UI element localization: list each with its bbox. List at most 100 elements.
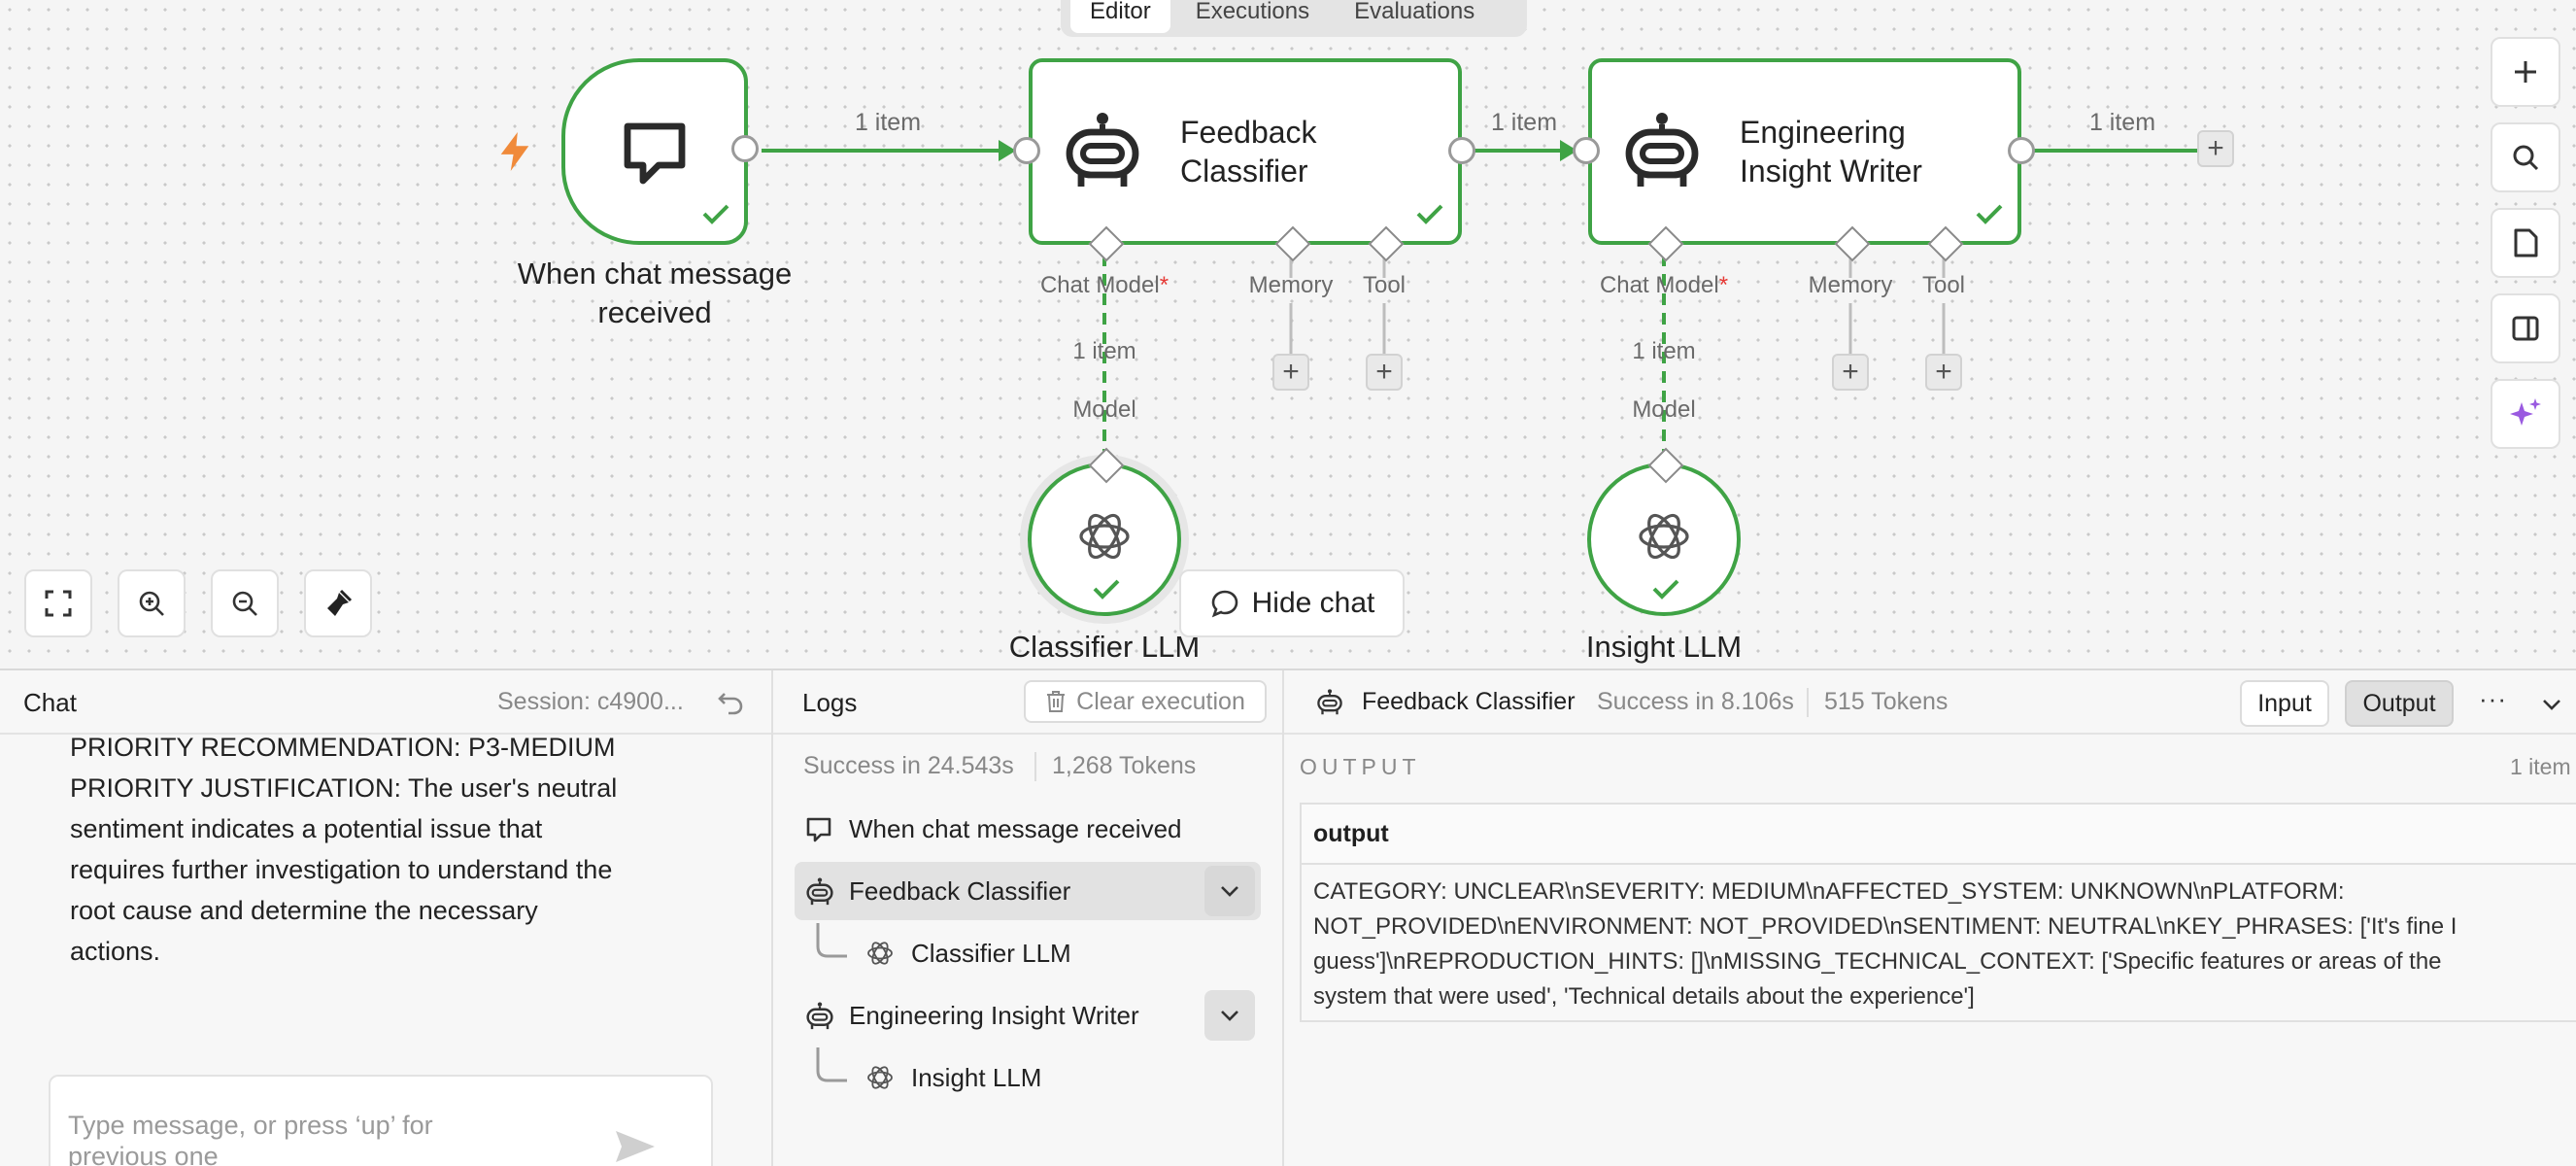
tab-evaluations[interactable]: Evaluations <box>1354 0 1475 24</box>
feedback-classifier-node[interactable]: Feedback Classifier <box>1029 58 1462 245</box>
node-title: Feedback Classifier <box>1180 115 1317 189</box>
sticky-note-button[interactable] <box>2491 208 2560 278</box>
robot-icon <box>1066 113 1139 187</box>
insight-llm-node[interactable] <box>1587 463 1741 616</box>
clear-execution-button[interactable]: Clear execution <box>1024 680 1267 723</box>
panel-divider <box>0 669 2576 670</box>
trigger-node[interactable] <box>561 58 748 245</box>
check-icon <box>1416 204 1443 224</box>
reset-icon[interactable] <box>717 690 744 715</box>
add-tool-button[interactable]: + <box>1925 354 1962 391</box>
expand-toggle[interactable] <box>1204 866 1255 916</box>
search-icon <box>2513 145 2539 171</box>
tab-editor[interactable]: Editor <box>1070 0 1170 33</box>
tidy-up-button[interactable] <box>304 569 372 637</box>
zoom-out-icon <box>232 591 257 616</box>
classifier-llm-node[interactable] <box>1028 463 1181 616</box>
output-panel-header: Feedback Classifier Success in 8.106s 51… <box>1284 670 2576 735</box>
broom-icon <box>327 589 353 616</box>
chevron-down-icon <box>1221 1011 1238 1021</box>
connections-layer <box>762 140 2197 457</box>
logs-panel-title: Logs <box>802 688 858 717</box>
plus-icon <box>2515 61 2536 83</box>
send-icon[interactable] <box>612 1127 659 1166</box>
memory-label: Memory <box>1248 272 1334 298</box>
input-handle[interactable] <box>1573 137 1600 164</box>
output-handle[interactable] <box>2008 137 2035 164</box>
output-table-header: output <box>1302 805 2576 865</box>
trigger-node-label: When chat message received <box>517 257 793 329</box>
trash-icon <box>1047 691 1066 712</box>
chat-bubble-icon <box>806 817 831 842</box>
robot-icon <box>806 877 833 906</box>
output-field-name: output <box>1313 820 1389 847</box>
note-icon <box>2514 228 2538 257</box>
sidebar-icon <box>2512 316 2539 341</box>
add-tool-button[interactable]: + <box>1366 354 1403 391</box>
zoom-out-button[interactable] <box>211 569 279 637</box>
node-title: Engineering Insight Writer <box>1740 115 1922 189</box>
log-item-classifier-llm[interactable]: Classifier LLM <box>855 924 1261 982</box>
robot-icon <box>1317 689 1342 715</box>
classifier-llm-label: Classifier LLM <box>1008 630 1201 664</box>
hide-chat-label: Hide chat <box>1251 587 1375 619</box>
output-table[interactable]: output CATEGORY: UNCLEAR\nSEVERITY: MEDI… <box>1300 803 2576 1022</box>
session-id[interactable]: Session: c4900... <box>497 688 684 715</box>
panel-separator <box>771 670 773 1166</box>
add-memory-button[interactable]: + <box>1832 354 1869 391</box>
output-section-title: OUTPUT <box>1300 754 1421 779</box>
check-icon <box>1976 204 2003 224</box>
chat-input-placeholder: Type message, or press ‘up’ for previous… <box>68 1111 433 1166</box>
chat-input[interactable]: Type message, or press ‘up’ for previous… <box>49 1075 713 1166</box>
add-node-side-button[interactable] <box>2491 37 2560 107</box>
lightning-icon <box>500 132 529 171</box>
output-value[interactable]: CATEGORY: UNCLEAR\nSEVERITY: MEDIUM\nAFF… <box>1313 878 2457 1010</box>
openai-icon <box>867 1066 893 1089</box>
log-item-label: Classifier LLM <box>911 938 1071 968</box>
clear-execution-label: Clear execution <box>1076 687 1245 715</box>
chat-message: PRIORITY RECOMMENDATION: P3-MEDIUM PRIOR… <box>70 735 618 966</box>
insight-writer-node[interactable]: Engineering Insight Writer <box>1588 58 2021 245</box>
output-panel: Feedback Classifier Success in 8.106s 51… <box>1284 670 2576 1166</box>
toggle-panel-button[interactable] <box>2491 293 2560 363</box>
model-label: Model <box>1632 396 1696 423</box>
workflow-canvas[interactable]: Editor Executions Evaluations <box>0 0 2576 670</box>
log-item-insight-writer[interactable]: Engineering Insight Writer <box>795 986 1261 1045</box>
arrow-head <box>1560 140 1577 161</box>
output-status: Success in 8.106s <box>1597 688 1794 715</box>
openai-icon <box>1639 513 1689 560</box>
log-item-feedback-classifier[interactable]: Feedback Classifier <box>795 862 1261 920</box>
log-item-trigger[interactable]: When chat message received <box>795 800 1261 858</box>
tab-executions[interactable]: Executions <box>1195 0 1310 24</box>
input-toggle-button[interactable]: Input <box>2240 680 2329 727</box>
output-handle[interactable] <box>731 135 759 162</box>
add-node-button[interactable]: + <box>2197 130 2234 167</box>
openai-icon <box>1079 513 1130 560</box>
search-button[interactable] <box>2491 122 2560 192</box>
chat-messages[interactable]: PRIORITY RECOMMENDATION: P3-MEDIUM PRIOR… <box>0 735 769 1166</box>
log-item-label: When chat message received <box>849 813 1182 843</box>
chat-bubble-icon <box>624 122 686 185</box>
tree-connector <box>816 923 847 958</box>
hide-chat-button[interactable]: Hide chat <box>1179 569 1405 637</box>
panel-separator <box>1282 670 1284 1166</box>
chat-model-label: Chat Model* <box>1039 272 1169 298</box>
log-item-insight-llm[interactable]: Insight LLM <box>855 1048 1261 1107</box>
model-items-label: 1 item <box>1632 338 1696 364</box>
model-items-label: 1 item <box>1072 338 1136 364</box>
chevron-down-icon[interactable] <box>2541 698 2562 711</box>
connection-label: 1 item <box>2088 109 2156 136</box>
expand-toggle[interactable] <box>1204 990 1255 1041</box>
output-toggle-button[interactable]: Output <box>2345 680 2454 727</box>
log-item-label: Engineering Insight Writer <box>849 1000 1139 1030</box>
logs-status: Success in 24.543s <box>803 752 1014 779</box>
output-handle[interactable] <box>1448 137 1475 164</box>
input-handle[interactable] <box>1013 137 1040 164</box>
log-item-label: Insight LLM <box>911 1062 1042 1092</box>
ai-assistant-button[interactable] <box>2491 379 2560 449</box>
more-options-icon[interactable]: ··· <box>2479 684 2507 713</box>
zoom-in-button[interactable] <box>118 569 186 637</box>
robot-icon <box>806 1002 833 1030</box>
fit-view-button[interactable] <box>24 569 92 637</box>
add-memory-button[interactable]: + <box>1272 354 1309 391</box>
